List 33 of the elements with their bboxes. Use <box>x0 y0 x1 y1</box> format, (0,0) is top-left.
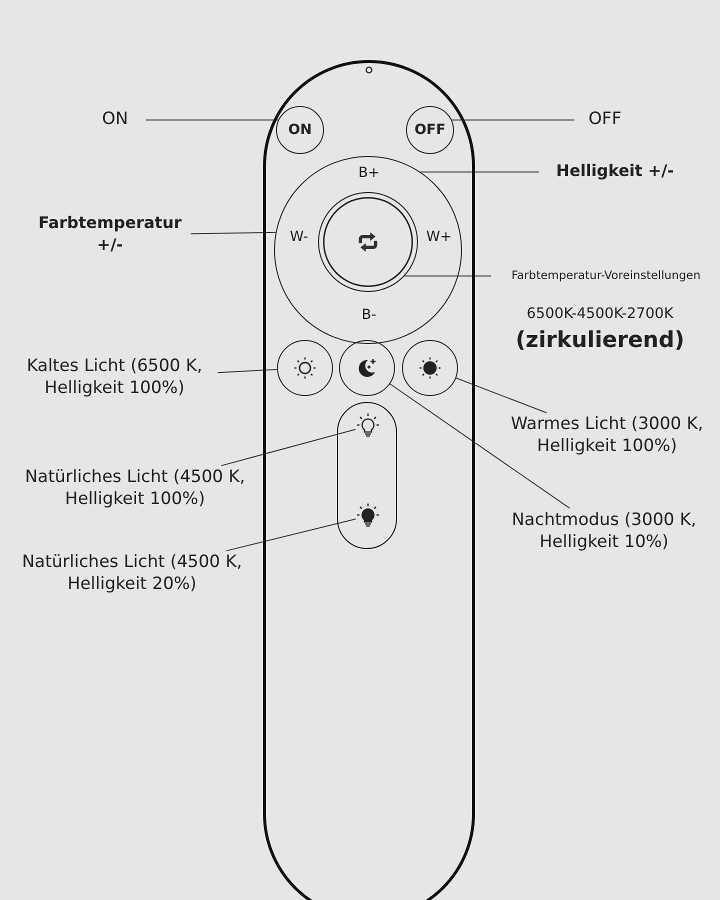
callout-label: Natürliches Licht (4500 K, Helligkeit 100%) <box>20 466 250 512</box>
leader-line <box>226 518 356 552</box>
leader-line <box>456 378 548 414</box>
leader-line <box>217 368 278 374</box>
callout-label: ON <box>85 108 145 132</box>
cold-light-button <box>277 340 333 396</box>
callout-label: Farbtemperatur-Voreinstellungen <box>492 266 720 286</box>
callout-label: Warmes Licht (3000 K, Helligkeit 100%) <box>496 413 718 459</box>
callout-label: Farbtemperatur +/- <box>30 212 190 258</box>
callout-label: Natürliches Licht (4500 K, Helligkeit 20%) <box>14 551 250 597</box>
bulb-filled-icon <box>356 502 380 528</box>
slider-pill <box>337 402 397 549</box>
off-button: OFF <box>406 106 454 154</box>
callout-label: Helligkeit +/- <box>540 160 690 184</box>
note-text: (zirkulierend) <box>514 328 686 353</box>
leader-line <box>220 428 356 466</box>
note-text: 6500K-4500K-2700K <box>526 306 674 322</box>
on-button: ON <box>276 106 324 154</box>
callout-label: Kaltes Licht (6500 K, Helligkeit 100%) <box>12 355 217 401</box>
warm-light-button <box>402 340 458 396</box>
leader-line <box>190 232 276 234</box>
callout-label: OFF <box>575 108 635 132</box>
night-mode-button <box>339 340 395 396</box>
button-label: B- <box>362 307 376 323</box>
button-label: W+ <box>426 229 452 245</box>
control-ring <box>274 156 462 344</box>
bulb-outline-icon <box>356 412 380 438</box>
leader-line <box>389 383 570 509</box>
callout-label: Nachtmodus (3000 K, Helligkeit 10%) <box>496 509 712 555</box>
button-label: W- <box>290 229 308 245</box>
remote-body <box>263 60 475 900</box>
cycle-button <box>318 192 418 292</box>
button-label: B+ <box>358 165 380 181</box>
